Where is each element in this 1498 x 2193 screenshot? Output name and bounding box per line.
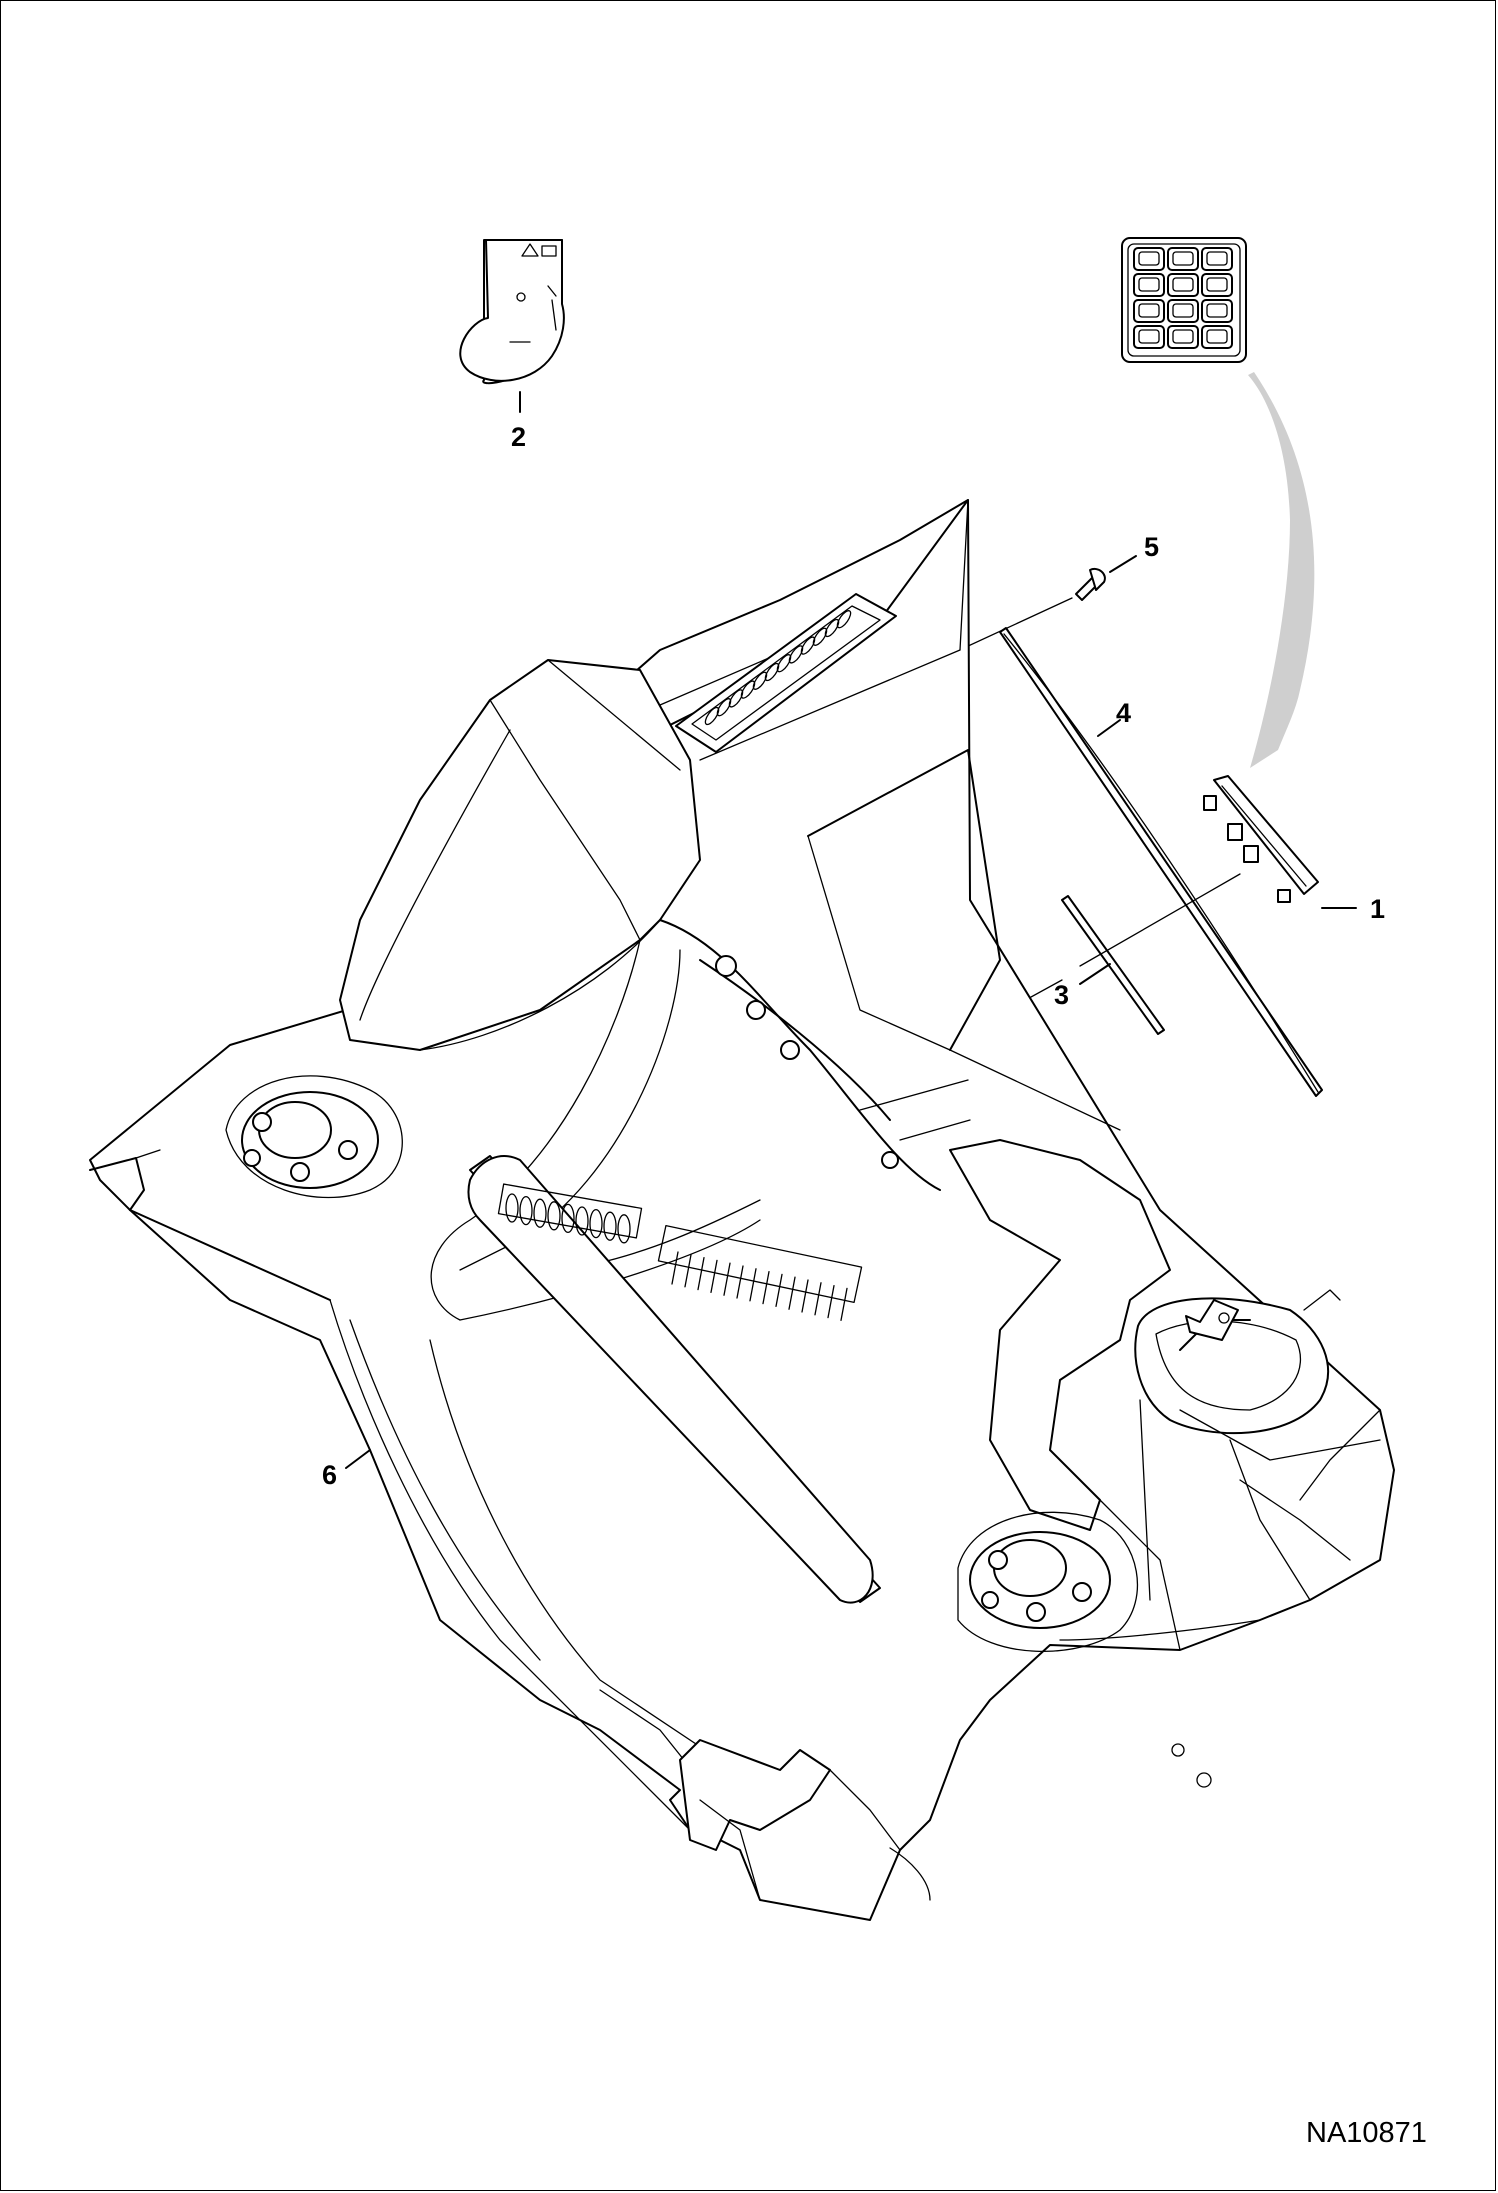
callout-leader-4 [1097,719,1121,737]
vent-slat [776,654,792,673]
vent-slat [840,1287,848,1322]
vent-roller [603,1211,617,1241]
vent-slat [764,662,780,682]
upper-vent [675,593,897,753]
callout-3: 3 [1054,980,1069,1010]
vent-roller [519,1195,533,1226]
keypad-key [1167,299,1199,323]
left-speaker [225,1075,403,1199]
keypad-key [1167,247,1199,271]
vent-slat [710,1259,718,1294]
callout-1: 1 [1370,894,1385,924]
vent-roller [533,1198,547,1228]
vent-slat [814,1282,822,1316]
rod-part [1061,895,1165,1035]
callout-6: 6 [322,1460,337,1490]
vent-slat [827,1284,835,1319]
vent-slat [812,627,828,646]
callout-2: 2 [511,422,526,452]
vent-slat [836,610,852,629]
vent-slat [697,1256,705,1291]
vent-slat [684,1254,692,1288]
vent-slat [801,1279,809,1313]
keypad-key [1167,325,1199,349]
callout-5: 5 [1144,532,1159,562]
vent-slat [788,645,804,664]
vent-slat [728,689,744,708]
vent-slat [749,1268,757,1302]
vent-slat [752,671,768,690]
vent-slat [740,680,756,699]
callout-4: 4 [1116,698,1131,728]
callout-leader-5 [1109,555,1137,573]
main-panel-part [89,499,1395,1921]
keypad-part [1203,775,1319,903]
vent-slat [723,1262,731,1296]
vent-slat [762,1270,770,1305]
vent-roller [589,1208,603,1239]
keypad-detail [1121,237,1247,363]
keypad-key [1201,273,1233,297]
vent-slat [716,698,732,717]
vent-slat [775,1273,783,1308]
vent-slat [671,1251,679,1285]
figure-id: NA10871 [1306,2117,1427,2149]
right-speaker [957,1511,1139,1652]
keypad-key [1133,273,1165,297]
keypad-key [1133,299,1165,323]
keypad-key [1133,325,1165,349]
vent-slat [824,618,840,638]
callout-leader-6 [345,1449,371,1469]
vent-slat [788,1276,796,1310]
callout-leader-3 [1079,963,1111,985]
keypad-key [1201,325,1233,349]
screw-part [1075,568,1106,601]
keypad-key [1133,247,1165,271]
vent-slat [800,636,816,655]
lower-vent [467,1155,881,1604]
keypad-key [1201,299,1233,323]
keypad-key [1167,273,1199,297]
vent-roller [561,1203,575,1234]
vent-slat [704,706,720,726]
vent-roller [505,1193,519,1223]
detail-arrow [1248,372,1315,768]
vent-roller [617,1214,631,1244]
vent-slat [736,1265,744,1299]
decal-part [459,239,565,385]
vent-roller [575,1206,589,1236]
vent-roller [547,1201,561,1231]
keypad-key [1201,247,1233,271]
